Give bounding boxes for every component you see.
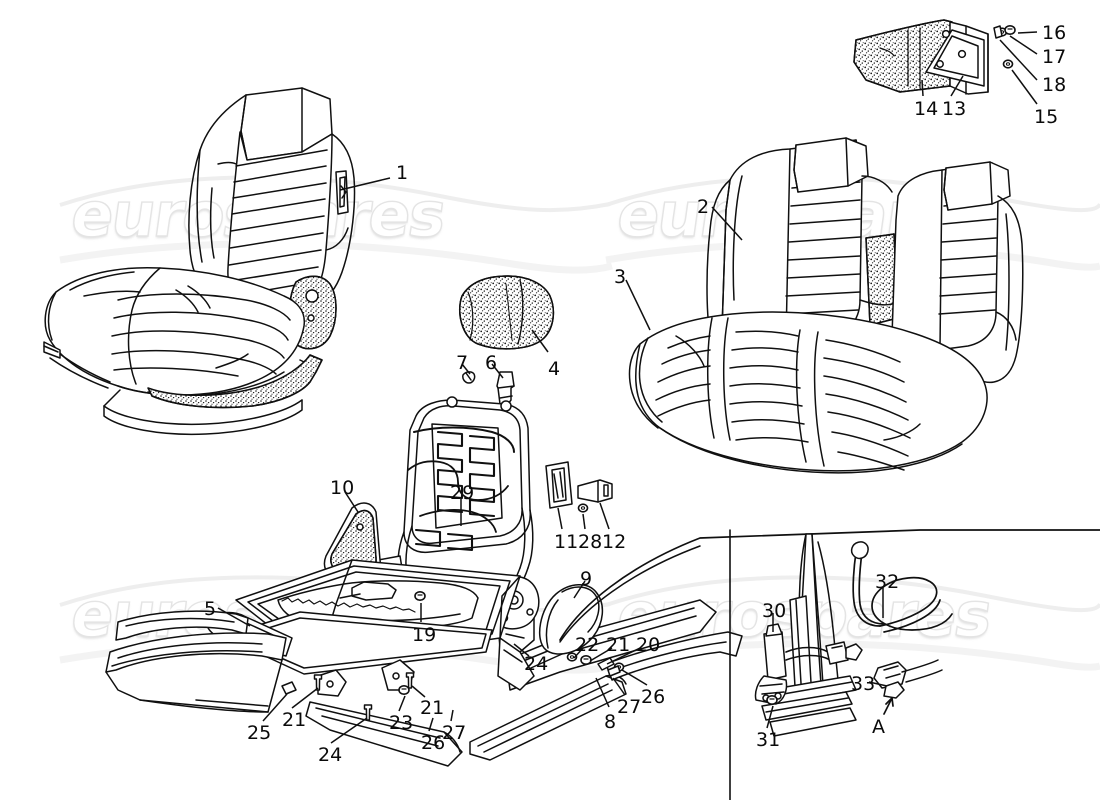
callout-12: 12 [602,531,627,553]
callout-30: 30 [762,600,787,622]
rear-backrest-bracket-detail [853,19,1016,95]
fastener-21-c [580,654,592,666]
callout-25: 25 [247,722,272,744]
fastener-19 [414,590,426,602]
callout-13: 13 [942,98,967,120]
rear-headrest-part-4 [458,275,555,350]
callout-leaders [217,31,1038,744]
callout-14: 14 [914,98,939,120]
callout-6: 6 [485,352,498,374]
callout-31: 31 [756,729,781,751]
catch-part-12 [577,479,613,503]
callout-20: 20 [636,634,661,656]
callout-1: 1 [396,162,409,184]
fastener-28 [577,503,589,513]
callout-detail-A: A [872,716,885,738]
callout-11: 11 [554,531,579,553]
callout-24-b: 24 [318,744,343,766]
fastener-18 [993,25,1003,39]
callout-23: 23 [389,712,414,734]
fastener-31 [766,694,778,706]
callout-27-b: 27 [442,722,467,744]
fastener-27 [607,665,621,677]
callout-5: 5 [204,598,217,620]
fastener-15 [1002,59,1014,69]
callout-18: 18 [1042,74,1067,96]
fastener-23 [398,684,410,696]
side-shield-part-9 [538,584,604,655]
callout-24-a: 24 [524,653,549,675]
motor-wiring-inset [559,529,1100,800]
callout-16: 16 [1042,22,1067,44]
fastener-17 [1004,24,1016,36]
callout-17: 17 [1042,46,1067,68]
detail-arrow-A [883,697,894,715]
callout-27-a: 27 [617,696,642,718]
fastener-20 [597,657,615,671]
callout-22: 22 [575,634,600,656]
callout-15: 15 [1034,106,1059,128]
callout-19: 19 [412,624,437,646]
callout-7: 7 [456,352,469,374]
callout-9: 9 [580,568,593,590]
callout-26-b: 26 [421,732,446,754]
callout-4: 4 [548,358,561,380]
callout-2: 2 [697,196,710,218]
callout-21-a: 21 [606,634,631,656]
headrest-clip-part-7 [462,371,476,384]
callout-8: 8 [604,711,617,733]
callout-21-b: 21 [282,709,307,731]
front-seat-assembly [43,87,356,436]
rear-seat-assembly [628,137,1024,474]
callout-21-c: 21 [420,697,445,719]
callout-10: 10 [330,477,355,499]
callout-29: 29 [450,482,475,504]
callout-26-a: 26 [641,686,666,708]
callout-32: 32 [875,571,900,593]
callout-33: 33 [851,673,876,695]
belt-loop-part-11 [545,461,573,509]
callout-28: 28 [578,531,603,553]
callout-3: 3 [614,266,627,288]
